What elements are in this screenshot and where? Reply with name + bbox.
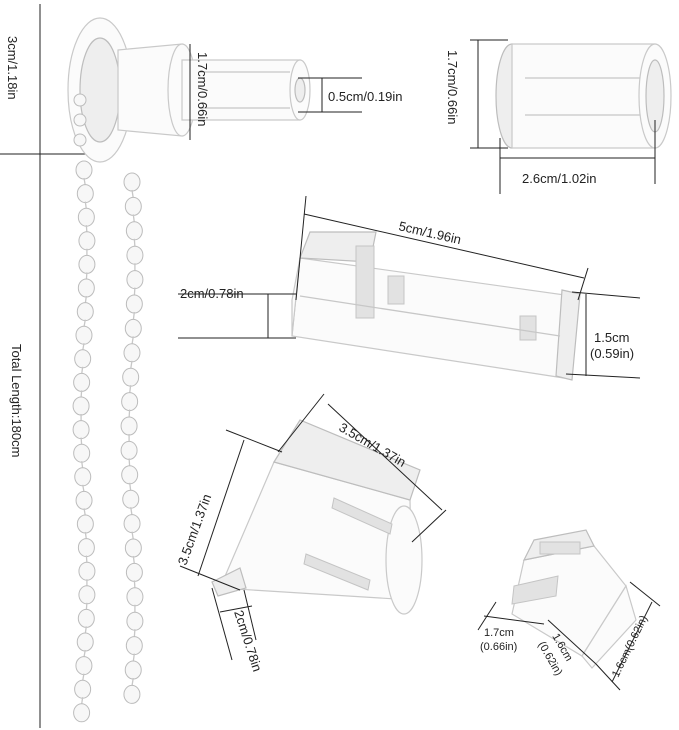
bead-chain-left [72, 160, 96, 723]
chain-bead [77, 608, 95, 628]
bracket-height-dimension: 1.5cm (0.59in) [565, 291, 641, 379]
chain-bead [123, 343, 141, 363]
total-length-dimension: Total Length:180cm [9, 154, 41, 728]
chain-bead [75, 160, 93, 180]
chain-bead [122, 367, 140, 387]
total-length-label: Total Length:180cm [9, 344, 24, 457]
chain-bead [76, 184, 94, 204]
chain-bead [75, 490, 93, 510]
chain-bead [120, 440, 138, 460]
chain-bead [126, 270, 144, 290]
chain-bead [74, 467, 92, 487]
connector-sleeve-part [495, 43, 672, 149]
chain-bead [125, 636, 143, 656]
roller-diameter-label: 1.7cm/0.66in [195, 52, 210, 126]
chain-bead [124, 318, 142, 338]
sleeve-diameter-dimension: 1.7cm/0.66in [445, 39, 508, 149]
bracket-height-cm-label: 1.5cm [594, 330, 629, 345]
chain-bead [121, 465, 139, 485]
chain-bead [123, 172, 141, 192]
chain-bead [78, 231, 96, 251]
chain-bead [77, 207, 95, 227]
chain-bead [124, 660, 142, 680]
chain-bead [125, 294, 143, 314]
chain-bead [75, 656, 93, 676]
chain-bead [72, 420, 90, 440]
chain-bead [73, 372, 91, 392]
clip-width-dimension: 1.7cm (0.66in) [477, 601, 545, 653]
chain-clip-part [511, 529, 637, 669]
chain-bead [78, 561, 96, 581]
bracket-width-label: 2cm/0.78in [180, 286, 244, 301]
chain-bead [73, 443, 91, 463]
chain-bead [76, 514, 94, 534]
cone-width-dimension: 2cm/0.78in [211, 587, 265, 673]
clip-width-cm-label: 1.7cm [484, 627, 514, 639]
chain-bead [78, 254, 96, 274]
roller-diameter-dimension: 1.7cm/0.66in [189, 44, 210, 140]
chain-bead [123, 684, 141, 704]
chain-bead [121, 392, 139, 412]
chain-bead [74, 349, 92, 369]
chain-bead [126, 245, 144, 265]
chain-bead [77, 278, 95, 298]
sleeve-diameter-label: 1.7cm/0.66in [445, 50, 460, 124]
chain-bead [76, 632, 94, 652]
chain-bead [120, 416, 138, 436]
chain-bead [73, 703, 91, 723]
cone-end-plug-part [211, 419, 423, 615]
shaft-diameter-label: 0.5cm/0.19in [328, 89, 402, 104]
cone-height-label: 3.5cm/1.37in [175, 492, 215, 567]
chain-bead [125, 562, 143, 582]
chain-bead [123, 514, 141, 534]
chain-bead [75, 325, 93, 345]
chain-bead [76, 302, 94, 322]
chain-bead [125, 221, 143, 241]
shaft-diameter-dimension: 0.5cm/0.19in [298, 77, 402, 113]
bracket-height-in-label: (0.59in) [590, 346, 634, 361]
cone-width-label: 2cm/0.78in [231, 608, 265, 673]
roller-drive-part [67, 17, 311, 163]
chain-bead [72, 396, 90, 416]
mounting-bracket-part [291, 231, 581, 381]
chain-bead [124, 538, 142, 558]
height-3cm-label: 3cm/1.18in [5, 36, 20, 100]
chain-bead [126, 587, 144, 607]
chain-bead [77, 538, 95, 558]
chain-bead [124, 196, 142, 216]
sleeve-length-label: 2.6cm/1.02in [522, 171, 596, 186]
sleeve-length-dimension: 2.6cm/1.02in [499, 120, 656, 194]
chain-bead [122, 489, 140, 509]
chain-bead [74, 679, 92, 699]
clip-width-in-label: (0.66in) [480, 641, 517, 653]
bracket-width-dimension: 2cm/0.78in [178, 286, 296, 339]
bead-chain-right [120, 172, 144, 704]
chain-bead [78, 585, 96, 605]
chain-bead [126, 611, 144, 631]
